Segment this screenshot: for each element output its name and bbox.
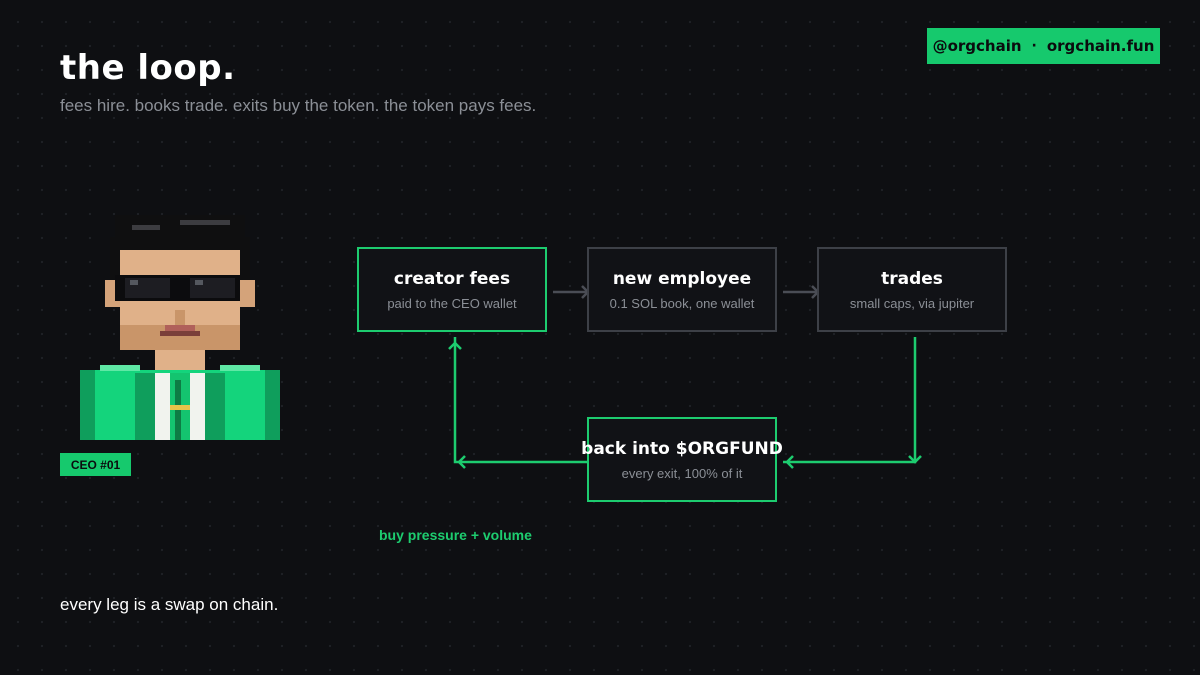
node-title: back into $ORGFUND — [581, 438, 783, 459]
node-back-into-orgfund: back into $ORGFUND every exit, 100% of i… — [581, 417, 783, 502]
node-new-employee: new employee 0.1 SOL book, one wallet — [587, 247, 777, 332]
arrow-new-employee-to-trades — [783, 285, 820, 299]
node-subtitle: every exit, 100% of it — [621, 465, 743, 481]
node-title: creator fees — [393, 268, 511, 289]
footer-text: every leg is a swap on chain. — [60, 595, 279, 614]
separator-dot: · — [1031, 38, 1037, 54]
node-subtitle: 0.1 SOL book, one wallet — [609, 295, 755, 311]
arrow-trades-to-back-into — [783, 337, 922, 469]
node-trades: trades small caps, via jupiter — [817, 247, 1007, 332]
node-creator-fees: creator fees paid to the CEO wallet — [357, 247, 547, 332]
arrow-back-into-to-creator-fees — [448, 337, 588, 469]
node-subtitle: small caps, via jupiter — [849, 295, 975, 311]
page-subtitle: fees hire. books trade. exits buy the to… — [60, 96, 537, 115]
pixel-ceo-avatar-icon — [80, 215, 280, 440]
node-subtitle: paid to the CEO wallet — [387, 295, 517, 311]
site-link[interactable]: orgchain.fun — [1046, 37, 1155, 55]
node-title: new employee — [612, 268, 752, 289]
ceo-badge: CEO #01 — [60, 453, 131, 476]
handle-badge[interactable]: @orgchain · orgchain.fun — [927, 28, 1160, 64]
arrow-creator-fees-to-new-employee — [553, 285, 590, 299]
handle-text: @orgchain — [932, 37, 1022, 55]
page-title: the loop. — [60, 48, 236, 88]
loop-label: buy pressure + volume — [379, 527, 532, 543]
node-title: trades — [881, 268, 943, 289]
